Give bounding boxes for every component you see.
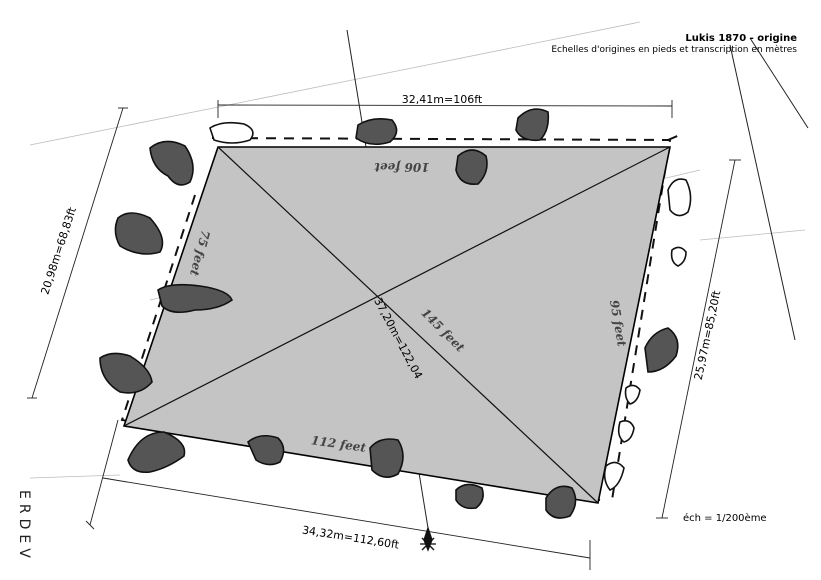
left-measurement: 20,98m=68,83ft [38,205,79,296]
cross-diagonal [123,146,671,427]
right-measurement: 25,97m=85,20ft [692,289,724,381]
stone [667,178,692,217]
stone [157,283,233,314]
stone [455,483,484,510]
stone [603,461,625,491]
right-reference-line [729,44,796,341]
header-subtitle: Echelles d'origines en pieds et transcri… [551,45,797,55]
original-top-annotation: 106 feet [374,160,430,174]
top-measurement: 32,41m=106ft [402,93,483,106]
diagonals [123,146,671,504]
stone [644,327,679,373]
dimension-lines [27,100,741,570]
stone [545,485,577,519]
header-title: Lukis 1870 - origine [685,33,797,44]
stone [369,438,404,478]
stone [670,246,687,267]
stone [355,118,398,146]
top-dimension-line [217,104,673,107]
north-arrow-icon [420,525,436,552]
stone [127,431,186,474]
stone [114,212,164,255]
stone [624,384,641,405]
edge-text: ERDEV [16,490,32,563]
stone [247,434,285,466]
stone [99,352,153,394]
stone [209,121,254,144]
left-dimension-line [31,107,124,399]
bottom-dimension-line [102,477,591,559]
stone [515,108,550,142]
stones [99,108,692,519]
stone [149,140,194,186]
main-diagonal [217,146,599,504]
stone [455,149,488,186]
stone [617,420,635,443]
bottom-measurement: 34,32m=112,60ft [301,523,400,551]
right-dimension-line [661,159,736,519]
scale-note: éch = 1/200ème [683,513,767,524]
